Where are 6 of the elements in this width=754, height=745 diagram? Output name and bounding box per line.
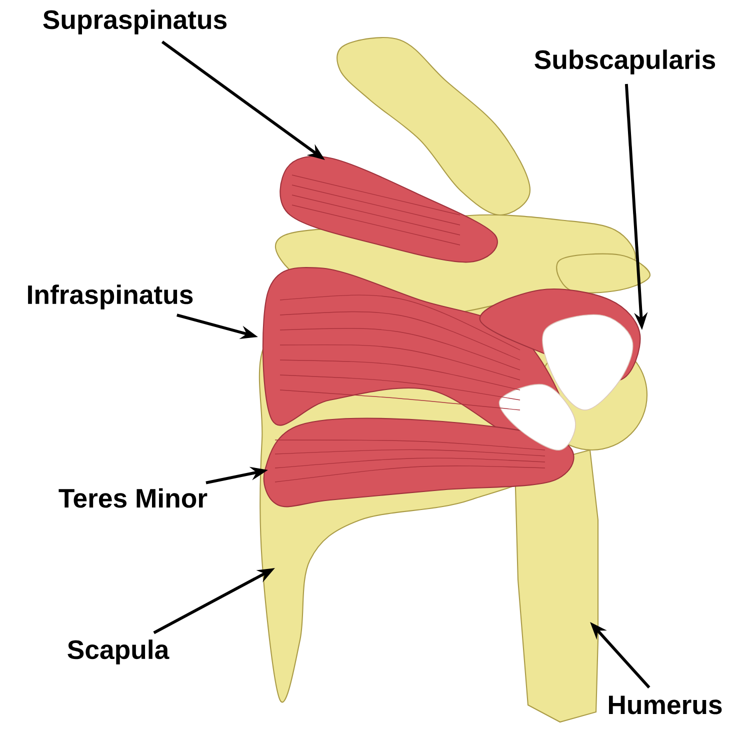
part-label: Teres Minor <box>58 488 208 508</box>
part-label: Infraspinatus <box>28 284 193 310</box>
part-label: Humerus <box>608 696 722 714</box>
part-label: Subscapularis <box>534 50 716 74</box>
part-label: Supraspinatus <box>43 10 227 34</box>
part-label: Scapula <box>68 640 170 664</box>
